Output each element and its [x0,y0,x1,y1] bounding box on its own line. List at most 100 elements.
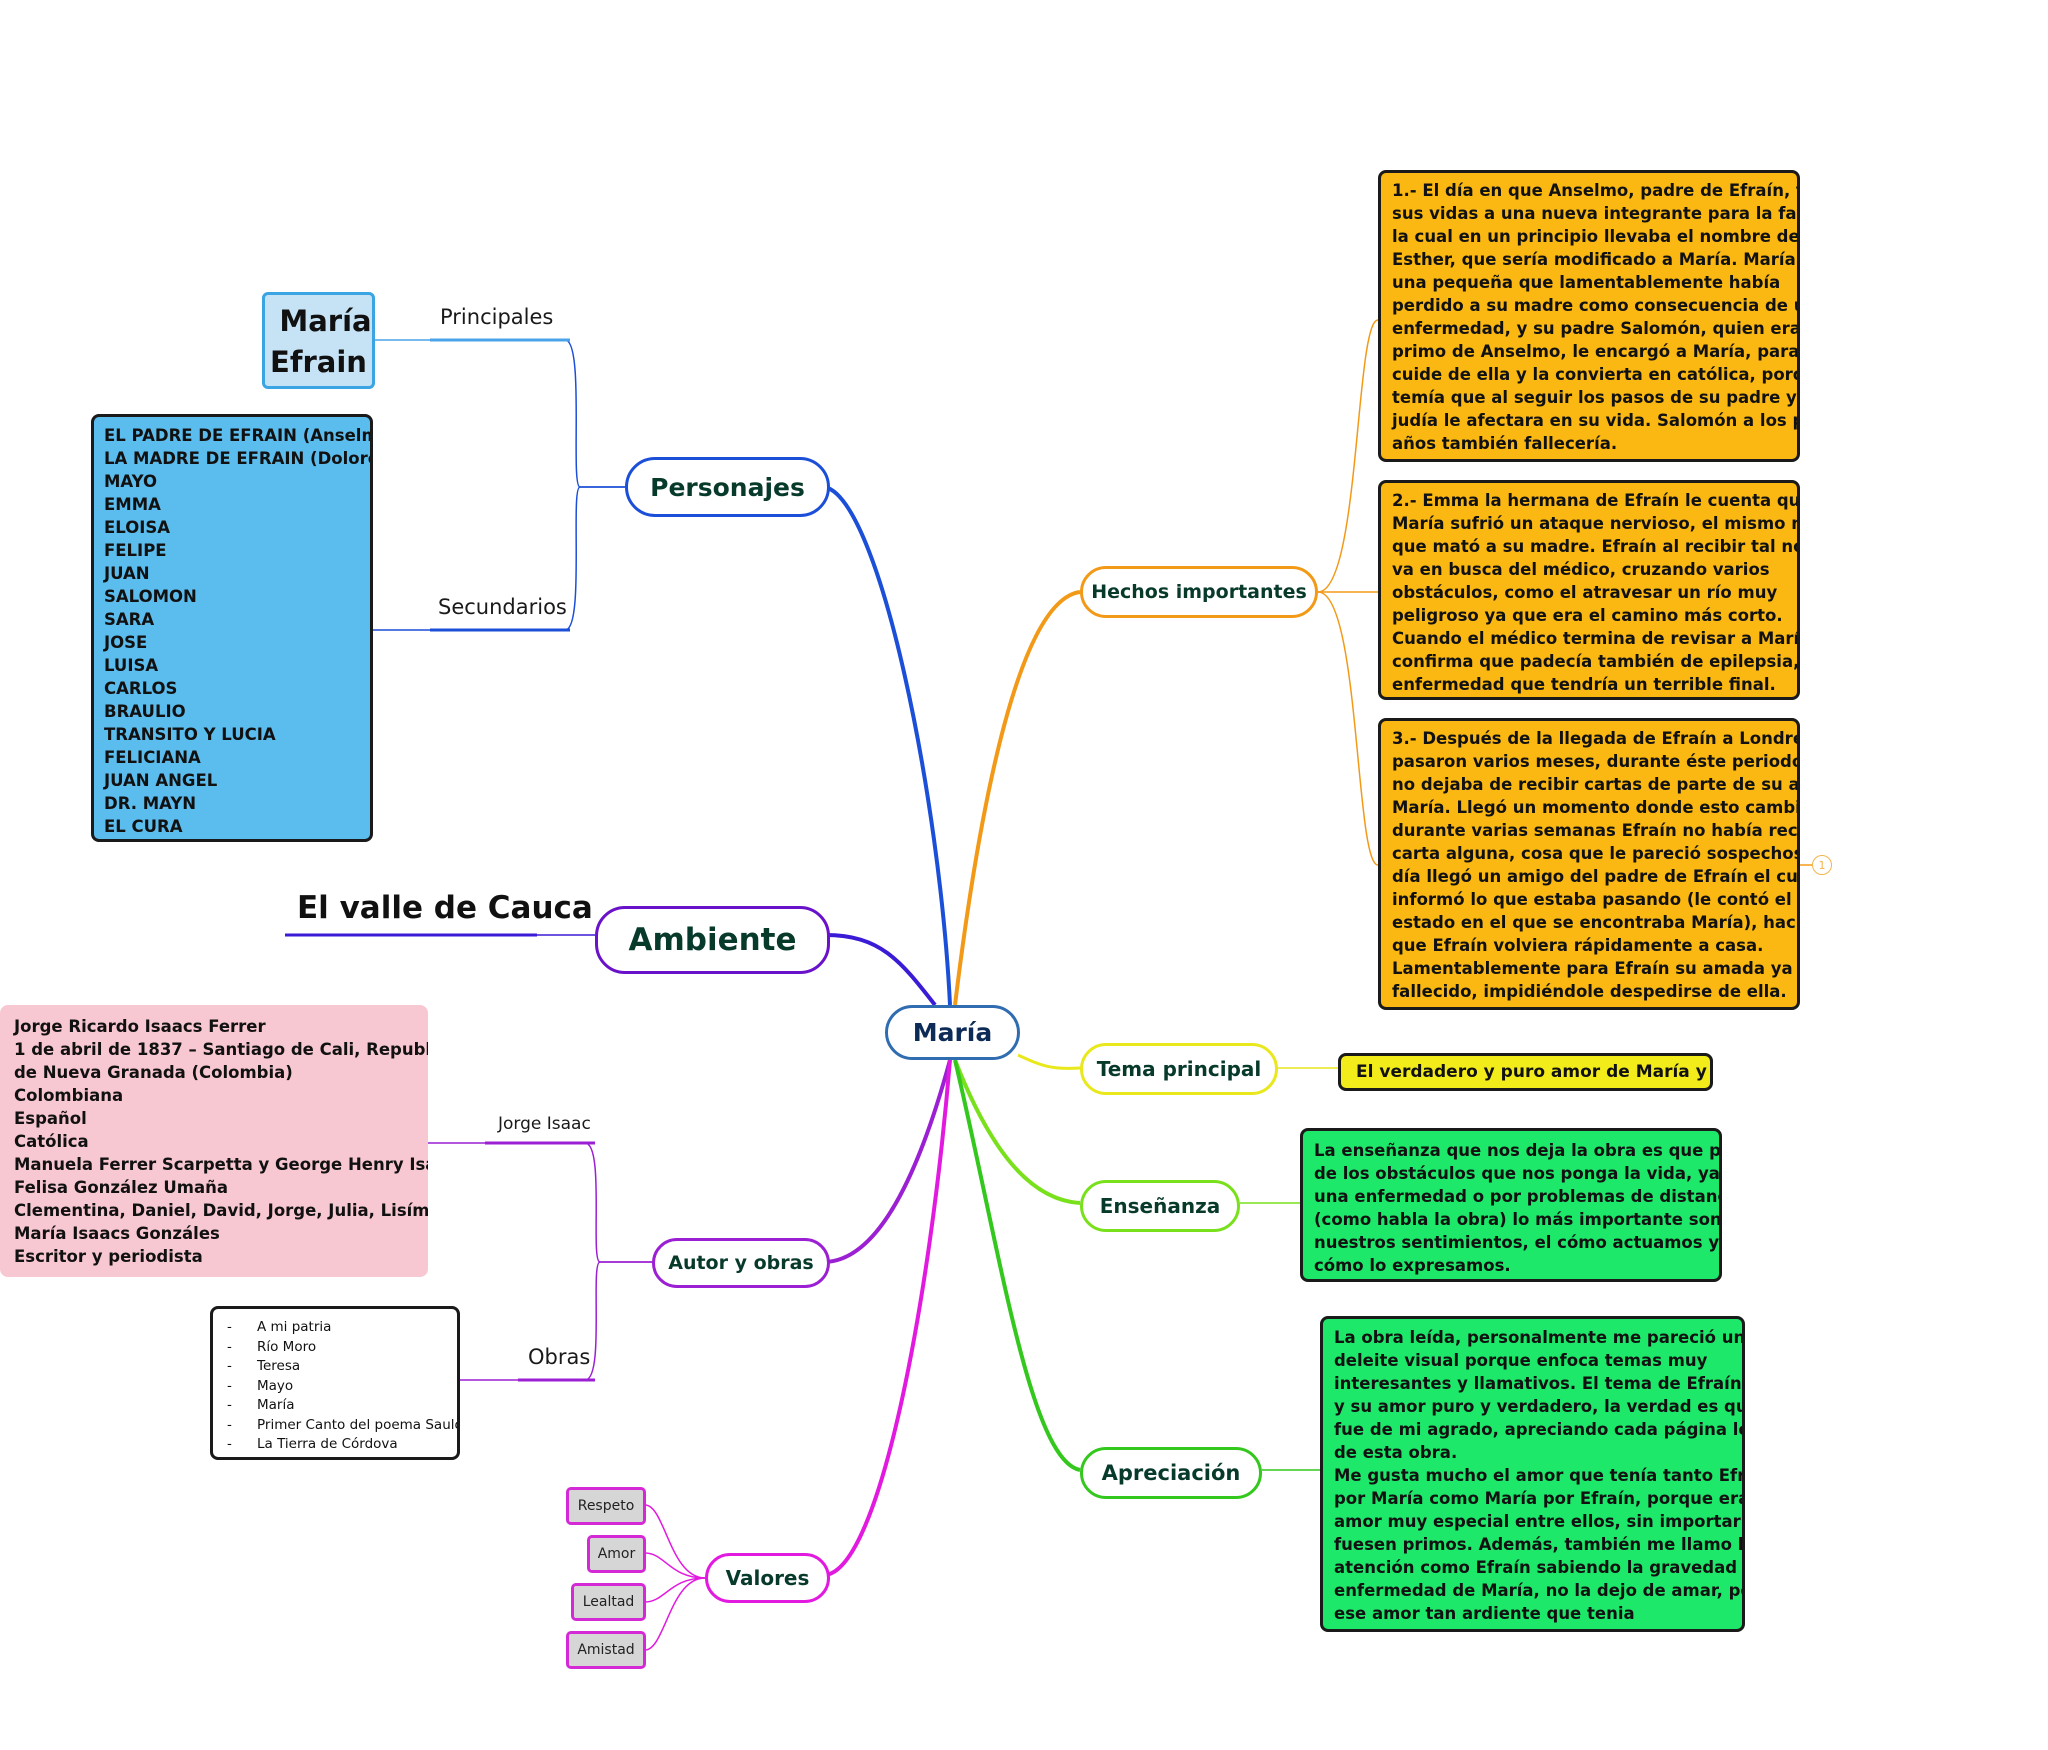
bullet: - [227,1319,232,1335]
secundario-item: JUAN ANGEL [104,771,218,790]
obra-title: La Tierra de Córdova [257,1436,398,1452]
apreciacion-line: por María como María por Efraín, porque … [1334,1489,1745,1508]
apreciacion-line: fuesen primos. Además, también me llamo … [1334,1535,1745,1554]
obra-item: -Mayo [227,1377,457,1397]
hecho-line: día llegó un amigo del padre de Efraín e… [1392,867,1800,886]
secundario-item: EL PADRE DE EFRAIN (Anselmo) [104,426,373,445]
topic-apreciacion[interactable]: Apreciación [1080,1447,1262,1499]
hecho-1-box: 1.- El día en que Anselmo, padre de Efra… [1378,170,1800,462]
obra-title: Teresa [257,1358,301,1374]
tema-text-box: El verdadero y puro amor de María y Efra… [1338,1053,1713,1091]
secundarios-box: EL PADRE DE EFRAIN (Anselmo)LA MADRE DE … [91,414,373,842]
ensenanza-line: La enseñanza que nos deja la obra es que… [1314,1141,1722,1160]
hecho-line: temía que al seguir los pasos de su padr… [1392,388,1800,407]
secundario-item: EMMA [104,495,161,514]
obra-item: -María [227,1396,457,1416]
bio-line: Manuela Ferrer Scarpetta y George Henry … [14,1155,428,1174]
ensenanza-line: cómo lo expresamos. [1314,1256,1511,1275]
apreciacion-line: de esta obra. [1334,1443,1458,1462]
apreciacion-line: interesantes y llamativos. El tema de Ef… [1334,1374,1745,1393]
hecho-line: que Efraín volviera rápidamente a casa. [1392,936,1764,955]
valor-amor[interactable]: Amor [587,1535,646,1573]
obra-title: Primer Canto del poema Saulo [257,1416,460,1433]
obra-item: - La Tierra de Córdova [227,1435,457,1455]
ensenanza-line: (como habla la obra) lo más importante s… [1314,1210,1722,1229]
topic-valores[interactable]: Valores [705,1553,830,1603]
connector-tema [1017,1053,1081,1070]
connector-valores [824,1059,952,1577]
valor-respeto[interactable]: Respeto [566,1487,646,1525]
apreciacion-line: atención como Efraín sabiendo la graveda… [1334,1558,1745,1577]
central-topic-maria[interactable]: María [885,1005,1020,1060]
hecho-line: 1.- El día en que Anselmo, padre de Efra… [1392,181,1797,200]
apreciacion-line: amor muy especial entre ellos, sin impor… [1334,1512,1745,1531]
secundario-item: LUISA [104,656,159,675]
secundario-item: JOSE [104,633,148,652]
hecho-line: años también fallecería. [1392,434,1618,453]
obra-item: - Primer Canto del poema Saulo [227,1416,457,1436]
topic-ambiente[interactable]: Ambiente [595,906,830,974]
secundario-item: BRAULIO [104,702,186,721]
hecho-line: María sufrió un ataque nervioso, el mism… [1392,514,1800,533]
hecho-line: enfermedad que tendría un terrible final… [1392,675,1776,694]
hecho-line: pasaron varios meses, durante éste perio… [1392,752,1800,771]
valor-amistad[interactable]: Amistad [566,1631,646,1669]
secundario-item: SARA [104,610,155,629]
hecho-line: primo de Anselmo, le encargó a María, pa… [1392,342,1800,361]
topic-ensenanza[interactable]: Enseñanza [1080,1180,1240,1232]
hecho-line: confirma que padecía también de epilepsi… [1392,652,1800,671]
hecho-line: perdido a su madre como consecuencia de … [1392,296,1800,315]
obra-title: A mi patria [257,1319,332,1335]
label-obras: Obras [528,1345,591,1369]
topic-tema-principal[interactable]: Tema principal [1080,1043,1278,1095]
topic-hechos-importantes[interactable]: Hechos importantes [1080,566,1318,618]
hecho-line: peligroso ya que era el camino más corto… [1392,606,1783,625]
hecho-line: la cual en un principio llevaba el nombr… [1392,227,1800,246]
bullet: - [227,1416,232,1433]
obra-title: Mayo [257,1377,294,1394]
bullet: - [227,1397,232,1413]
bio-line: Felisa González Umaña [14,1178,228,1197]
connector-hechos [953,590,1081,1006]
topic-autor-y-obras[interactable]: Autor y obras [652,1238,830,1288]
valor-lealtad[interactable]: Lealtad [571,1583,646,1621]
bullet: - [227,1436,232,1452]
hecho-line: no dejaba de recibir cartas de parte de … [1392,775,1800,794]
label-jorge-isaac: Jorge Isaac [498,1114,591,1134]
secundario-item: JUAN [104,564,150,583]
secundario-item: CARLOS [104,679,178,698]
connector-ensenanza [953,1059,1081,1205]
hecho-line: 2.- Emma la hermana de Efraín le cuenta … [1392,491,1800,510]
hecho-line: Lamentablemente para Efraín su amada ya … [1392,959,1797,978]
obras-list-box: -A mi patria-Río Moro-Teresa-Mayo-María-… [210,1306,460,1460]
apreciacion-line: ese amor tan ardiente que tenia [1334,1604,1635,1623]
hecho-line: enfermedad, y su padre Salomón, quien er… [1392,319,1800,338]
obra-item: -Teresa [227,1357,457,1377]
secundario-item: DR. MAYN [104,794,197,813]
bio-line: Católica [14,1132,89,1151]
principal-efrain: Efrain [270,345,367,379]
label-secundarios: Secundarios [438,595,567,619]
apreciacion-line: deleite visual porque enfoca temas muy [1334,1351,1708,1370]
hecho-line: judía le afectara en su vida. Salomón a … [1392,411,1797,430]
ambiente-place: El valle de Cauca [297,890,593,926]
marker-badge[interactable]: 1 [1812,855,1832,875]
secundario-item: EL CURA [104,817,183,836]
ensenanza-line: de los obstáculos que nos ponga la vida,… [1314,1164,1722,1183]
hecho-line: 3.- Después de la llegada de Efraín a Lo… [1392,729,1800,748]
connector-apreciacion [953,1059,1081,1472]
hecho-line: carta alguna, cosa que le pareció sospec… [1392,844,1797,863]
secundario-item: MAYO [104,472,157,491]
apreciacion-line: Me gusta mucho el amor que tenía tanto E… [1334,1466,1745,1485]
hecho-line: Esther, que sería modificado a María. Ma… [1392,250,1800,269]
hecho-line: Cuando el médico termina de revisar a Ma… [1392,629,1800,648]
apreciacion-line: enfermedad de María, no la dejo de amar,… [1334,1581,1745,1600]
connector-autor [824,1059,952,1264]
label-principales: Principales [440,305,554,329]
apreciacion-line: y su amor puro y verdadero, la verdad es… [1334,1397,1745,1416]
principal-maria: María [279,304,372,338]
ensenanza-line: nuestros sentimientos, el cómo actuamos … [1314,1233,1722,1252]
topic-personajes[interactable]: Personajes [625,457,830,517]
bio-line: Español [14,1109,87,1128]
